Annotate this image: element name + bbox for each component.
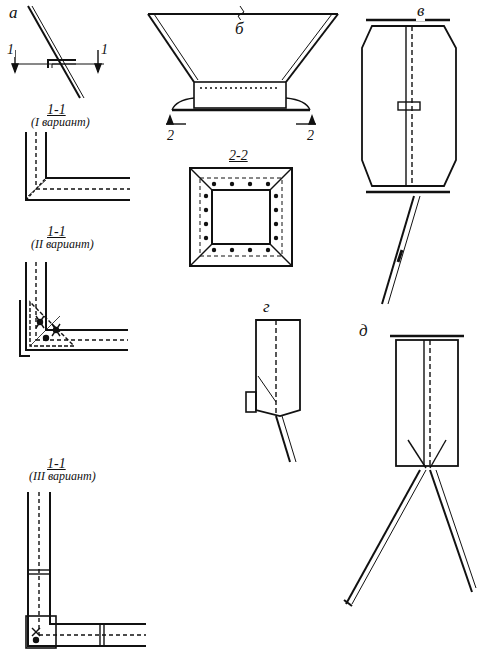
view-letter: д (358, 322, 369, 341)
section-title: 2-2 (228, 148, 249, 163)
section-variant-3 (26, 492, 146, 648)
section-variant-1 (26, 132, 130, 200)
section-mark: 2 (166, 128, 175, 143)
hopper-detail (148, 6, 338, 124)
variant-note: (III вариант) (28, 470, 97, 483)
column-brace-detail-g (246, 320, 300, 462)
view-letter: б (234, 20, 245, 39)
variant-note: (I вариант) (30, 116, 91, 129)
section-variant-2 (20, 262, 128, 356)
variant-note: (II вариант) (30, 238, 95, 251)
section-mark: 1 (100, 42, 109, 57)
hopper-plan-section (190, 168, 292, 266)
column-brace-detail-v (362, 20, 456, 304)
view-letter: г (262, 298, 271, 317)
view-letter: а (8, 4, 19, 23)
detail-a (12, 6, 104, 98)
section-mark: 1 (6, 42, 15, 57)
section-mark: 2 (306, 128, 315, 143)
view-letter: в (416, 2, 425, 21)
column-two-braces-detail-d (344, 336, 476, 606)
